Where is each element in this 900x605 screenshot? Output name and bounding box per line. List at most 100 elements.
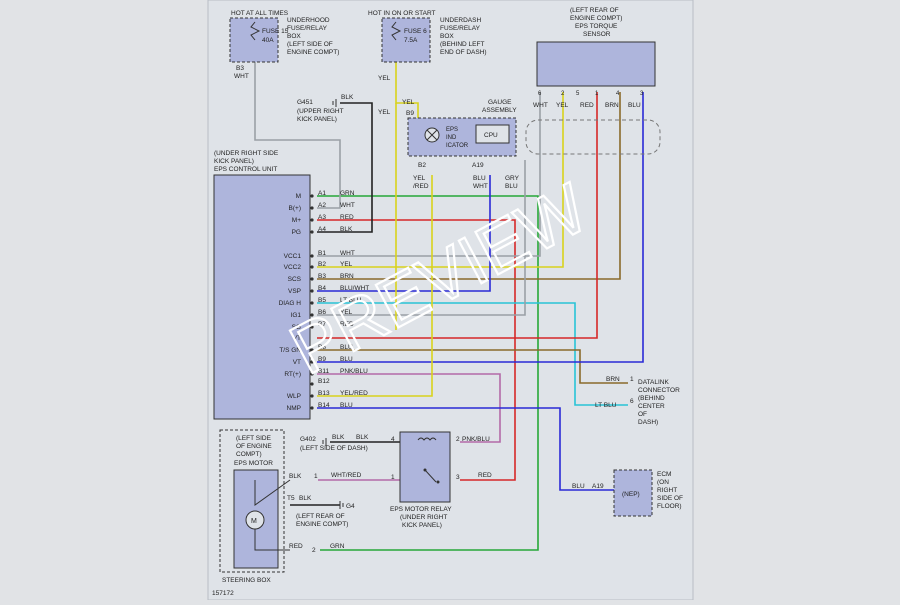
gauge-wire-gryblu: BLU xyxy=(505,183,518,190)
ecu-pin-dot xyxy=(310,277,314,281)
ecu-terminal-label: VSP xyxy=(288,288,301,295)
fuse6-box xyxy=(381,17,431,63)
sensor-label-line1: (LEFT REAR OF xyxy=(570,7,619,14)
ecu-pin-number: A2 xyxy=(318,202,326,209)
ecu-pin-number: B8 xyxy=(318,344,326,351)
ecu-pin-dot xyxy=(310,360,314,364)
control-unit-box xyxy=(213,174,311,420)
datalink-pin6: 6 xyxy=(630,398,634,405)
g402-wire2: BLK xyxy=(356,434,369,441)
ecu-pin-dot xyxy=(310,265,314,269)
motor-pin2: 2 xyxy=(312,547,316,554)
cpu-box xyxy=(475,124,510,144)
figure-id: 157172 xyxy=(212,590,234,597)
relay-wire-red: RED xyxy=(478,472,492,479)
datalink-group: 1 6 BRN LT BLU DATALINK CONNECTOR (BEHIN… xyxy=(595,376,680,426)
fuse6-box-line3: BOX xyxy=(440,33,454,40)
motor-group: (LEFT SIDE OF ENGINE COMPT) EPS MOTOR M … xyxy=(219,429,345,584)
wire-yelred xyxy=(317,175,433,397)
gauge-pin-b9: B9 xyxy=(406,110,414,117)
ecu-pin-dot xyxy=(310,194,314,198)
gauge-wire-red: /RED xyxy=(413,183,429,190)
ecu-terminal-label: DIAG H xyxy=(279,300,302,307)
ecu-pin-number: B12 xyxy=(318,378,330,385)
g451-loc1: (UPPER RIGHT xyxy=(297,108,344,115)
fuse15-rating: 40A xyxy=(262,37,274,44)
datalink-label5: OF xyxy=(638,411,647,418)
ecu-pin-wire-color: GRN xyxy=(340,190,355,197)
ecu-pin-number: B3 xyxy=(318,273,326,280)
ecu-pin-dot xyxy=(310,301,314,305)
ecu-pin-dot xyxy=(310,382,314,386)
ecu-pin-dot xyxy=(310,394,314,398)
sensor-label-line3: EPS TORQUE xyxy=(575,23,618,30)
motor-label3: COMPT) xyxy=(236,451,262,458)
relay-contact xyxy=(436,480,440,484)
cpu-label: CPU xyxy=(484,132,498,139)
cable-shield xyxy=(525,119,661,155)
ecm-label1: ECM xyxy=(657,471,671,478)
relay-pin3: 3 xyxy=(456,474,460,481)
ecu-terminal-label: VT xyxy=(293,359,301,366)
fuse15-box-line1: UNDERHOOD xyxy=(287,17,330,24)
fuse6-box-line1: UNDERDASH xyxy=(440,17,481,24)
datalink-label4: CENTER xyxy=(638,403,665,410)
datalink-wire-brn: BRN xyxy=(606,376,620,383)
fuse15-symbol xyxy=(250,21,261,41)
ecu-terminal-label: NMP xyxy=(287,405,301,412)
ecu-pin-wire-color: RED xyxy=(340,214,354,221)
fuse6-symbol xyxy=(391,21,402,41)
wire-red-b7 xyxy=(317,92,598,339)
ecu-terminal-label: VCC1 xyxy=(284,253,302,260)
relay-label3: KICK PANEL) xyxy=(402,522,442,529)
hot-at-all-times-label: HOT AT ALL TIMES xyxy=(231,10,289,17)
ecu-terminal-label: IG1 xyxy=(291,312,302,319)
datalink-label3: (BEHIND xyxy=(638,395,665,402)
ecu-pin-dot xyxy=(310,325,314,329)
motor-lead-bottom xyxy=(254,529,290,551)
ecu-pin-number: B9 xyxy=(318,356,326,363)
ecu-pin-number: B6 xyxy=(318,309,326,316)
ecm-pin: A19 xyxy=(592,483,604,490)
ecu-pin-wire-color: PNK/BLU xyxy=(340,368,368,375)
gauge-pin-b2: B2 xyxy=(418,162,426,169)
motor-wire-red: RED xyxy=(289,543,303,550)
relay-wire-whtred: WHT/RED xyxy=(331,472,362,479)
ecu-pin-number: B13 xyxy=(318,390,330,397)
indicator-line3: ICATOR xyxy=(446,143,469,149)
fuse15-box-line2: FUSE/RELAY xyxy=(287,25,328,32)
fuse6-box-line5: END OF DASH) xyxy=(440,49,487,56)
gauge-wire-yel: YEL xyxy=(413,175,426,182)
motor-label1: (LEFT SIDE xyxy=(236,435,272,442)
ecu-pin-number: A4 xyxy=(318,226,326,233)
motor-t5: T5 xyxy=(287,495,295,502)
ecu-pin-dot xyxy=(310,206,314,210)
steering-box-outline xyxy=(219,429,285,573)
g451-name: G451 xyxy=(297,99,313,106)
ecu-pin-dot xyxy=(310,406,314,410)
ecu-terminal-label: RT(+) xyxy=(284,371,301,378)
indicator-line2: IND xyxy=(446,135,457,141)
ecu-terminal-label: VT xyxy=(293,335,301,342)
fuse6-rating: 7.5A xyxy=(404,37,418,44)
fuse6-group: HOT IN ON OR START FUSE 6 7.5A UNDERDASH… xyxy=(368,10,487,82)
ecu-label2: KICK PANEL) xyxy=(214,158,254,165)
fuse15-box-line3: BOX xyxy=(287,33,301,40)
ecu-terminal-label: WLP xyxy=(287,393,301,400)
fuse6-name: FUSE 6 xyxy=(404,28,427,35)
gauge-wire-yel-top: YEL xyxy=(402,99,415,106)
hot-in-on-label: HOT IN ON OR START xyxy=(368,10,436,17)
ecu-pin-wire-color: YEL/RED xyxy=(340,390,368,397)
ecm-group: BLU A19 (NEP) ECM (ON RIGHT SIDE OF FLOO… xyxy=(572,469,683,517)
ecu-pin-wire-color: WHT xyxy=(340,250,355,257)
datalink-label2: CONNECTOR xyxy=(638,387,680,394)
ecm-box-label: (NEP) xyxy=(622,491,640,498)
wire-blk-g451 xyxy=(317,102,373,233)
g402-location: (LEFT SIDE OF DASH) xyxy=(300,445,368,452)
ground-icon xyxy=(339,501,344,509)
fuse6-wire: YEL xyxy=(378,75,391,82)
relay-label1: EPS MOTOR RELAY xyxy=(390,506,452,513)
